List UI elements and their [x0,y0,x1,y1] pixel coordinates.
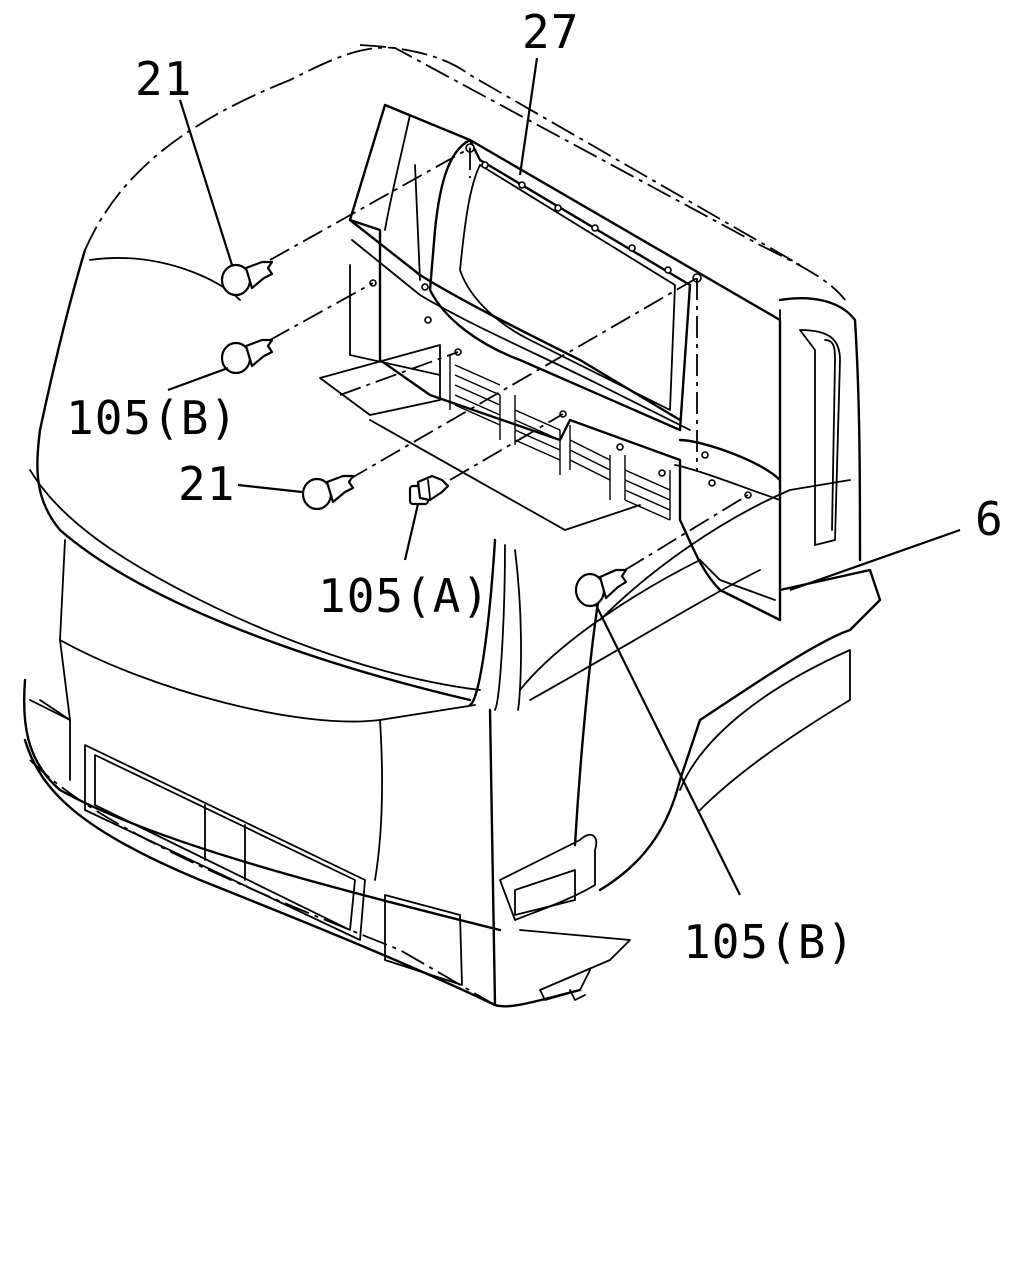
clip-21-top [220,260,274,297]
clip-105b-bottom [574,568,628,608]
truck-cab [22,44,882,1008]
clip-105b-left [220,338,274,375]
callout-labels: 27 21 105(B) 21 105(A) 6 105(B) [66,5,1004,969]
assembly-centerlines [269,147,749,571]
callout-105b-left: 105(B) [66,391,238,445]
panel-27 [319,103,782,622]
screw-105a [408,474,450,506]
leader-lines [167,57,961,896]
callout-105b-bottom: 105(B) [683,915,855,969]
callout-21-mid: 21 [178,457,235,511]
callout-27: 27 [522,5,579,59]
clip-21-mid [301,474,355,511]
louver-slats [449,355,671,521]
callout-21-top: 21 [135,52,192,106]
callout-6: 6 [975,492,1004,546]
callout-105a: 105(A) [318,569,490,623]
